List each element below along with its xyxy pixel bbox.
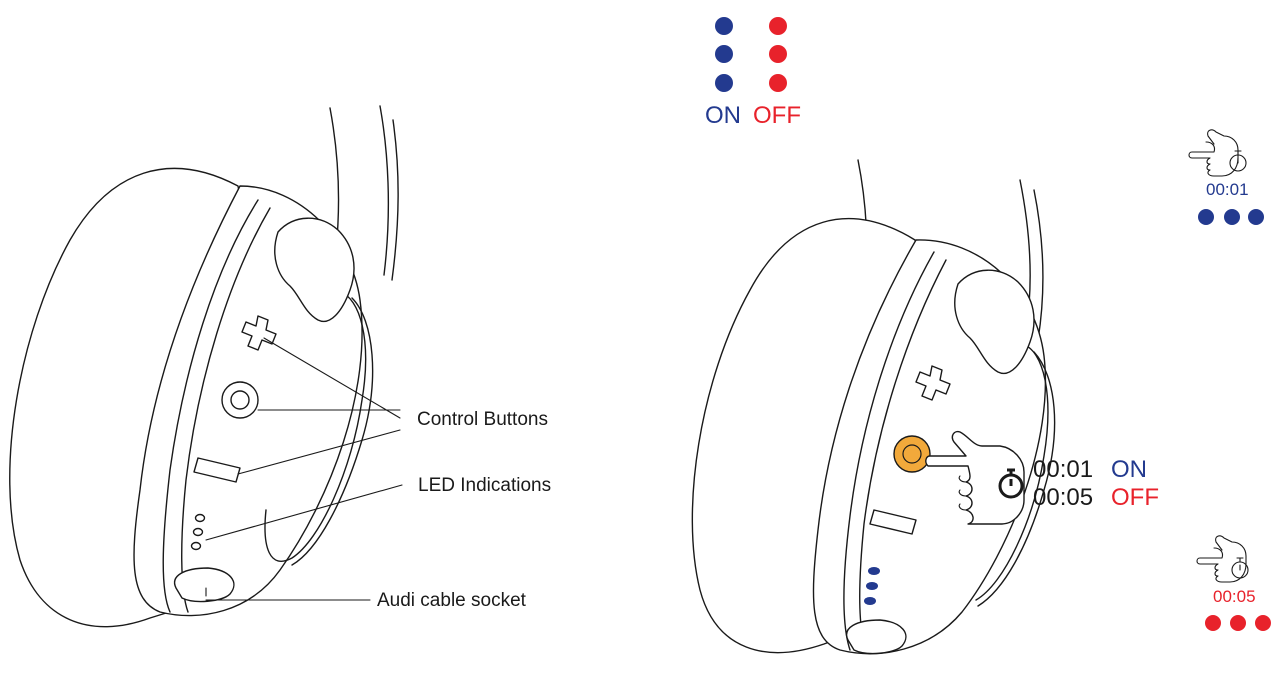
press-short-state: ON bbox=[1111, 456, 1147, 483]
led-indications-label: LED Indications bbox=[418, 475, 551, 496]
led-on-dot bbox=[715, 17, 733, 35]
led-off-dot bbox=[1205, 615, 1221, 631]
legend-off-label: OFF bbox=[753, 102, 801, 129]
press-long-time: 00:05 bbox=[1033, 484, 1093, 511]
led-on-dot bbox=[715, 74, 733, 92]
led-off-dot bbox=[1230, 615, 1246, 631]
minus-button-icon[interactable] bbox=[869, 509, 917, 535]
minus-button-icon[interactable] bbox=[193, 457, 241, 483]
side-panel-off: 00:05 bbox=[1196, 535, 1271, 631]
pointing-hand-icon bbox=[1196, 535, 1247, 583]
led-indicator bbox=[190, 541, 202, 551]
side-panel-on: 00:01 bbox=[1188, 129, 1264, 225]
side-on-time: 00:01 bbox=[1206, 180, 1249, 199]
led-off-dot bbox=[1255, 615, 1271, 631]
led-indicator bbox=[192, 527, 204, 537]
led-on-dot bbox=[1224, 209, 1240, 225]
led-off-dot bbox=[769, 74, 787, 92]
stopwatch-icon bbox=[1229, 150, 1247, 172]
led-indicator-on bbox=[868, 567, 880, 575]
legend-on-label: ON bbox=[705, 102, 741, 129]
audio-socket-icon bbox=[173, 567, 235, 603]
led-off-dot bbox=[769, 17, 787, 35]
side-off-time: 00:05 bbox=[1213, 587, 1256, 606]
callout-leaders bbox=[205, 337, 403, 601]
plus-button-icon[interactable] bbox=[241, 315, 277, 351]
led-on-dot bbox=[715, 45, 733, 63]
led-legend: ON OFF bbox=[705, 17, 801, 129]
press-instruction: 00:01 ON 00:05 OFF bbox=[925, 430, 1159, 525]
led-indicator-on bbox=[864, 597, 876, 605]
audio-socket-label: Audi cable socket bbox=[377, 590, 527, 611]
led-on-dot bbox=[1248, 209, 1264, 225]
right-headphone-illustration bbox=[691, 159, 1056, 655]
pointing-hand-icon bbox=[1188, 129, 1239, 177]
led-indicator-on bbox=[866, 582, 878, 590]
press-long-state: OFF bbox=[1111, 484, 1159, 511]
led-indicator bbox=[194, 513, 206, 523]
press-short-time: 00:01 bbox=[1033, 456, 1093, 483]
led-off-dot bbox=[769, 45, 787, 63]
control-buttons-label: Control Buttons bbox=[417, 409, 548, 430]
left-headphone-illustration bbox=[9, 105, 399, 628]
audio-socket-icon bbox=[845, 619, 907, 655]
plus-button-icon[interactable] bbox=[915, 365, 951, 401]
led-on-dot bbox=[1198, 209, 1214, 225]
